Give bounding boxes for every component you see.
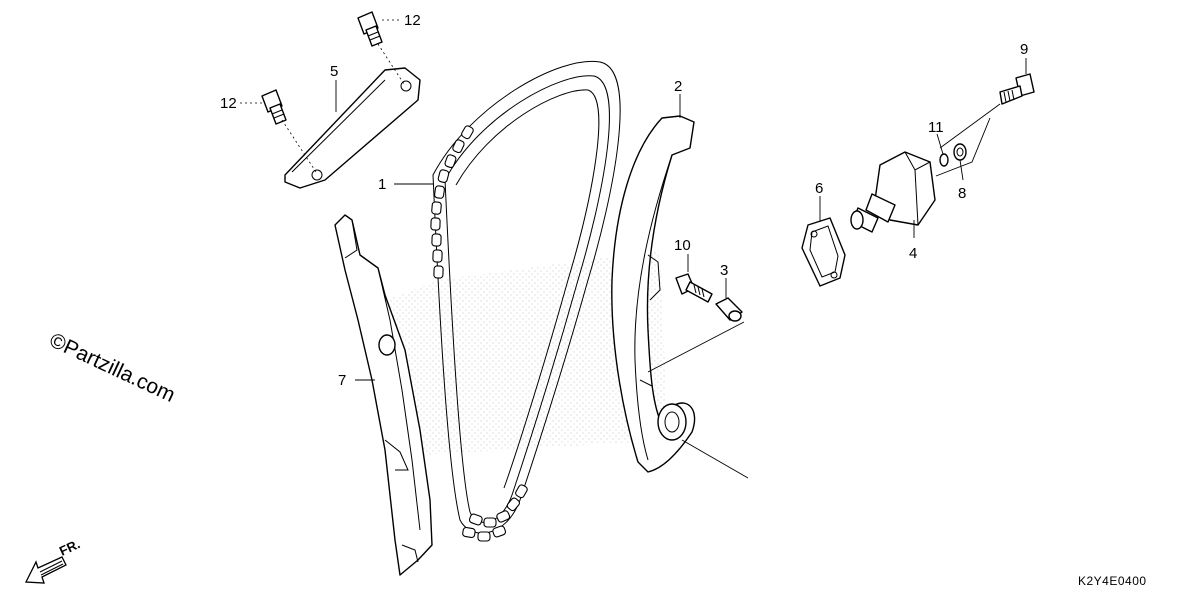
tensioner-slipper[interactable]	[611, 115, 696, 473]
callout-labels: 1 2 3 4 5 6 7 8 9 10 11 12 12	[220, 12, 1028, 389]
callout-11: 11	[928, 119, 944, 136]
chain-guide[interactable]	[334, 214, 433, 576]
chain-guide-plate[interactable]	[284, 67, 421, 189]
bolt-upper[interactable]	[357, 11, 383, 47]
watermark-text: ©Partzilla.com	[46, 329, 179, 407]
cam-chain[interactable]	[430, 60, 621, 542]
chain-links-left	[430, 125, 474, 279]
background-shading	[380, 250, 668, 455]
tensioner-lifter[interactable]	[850, 151, 936, 233]
callout-8: 8	[958, 185, 966, 202]
callout-4: 4	[909, 245, 917, 262]
front-direction-label: FR.	[57, 536, 82, 558]
callout-9: 9	[1020, 41, 1028, 58]
gasket[interactable]	[801, 217, 846, 287]
leader-lines	[240, 19, 1027, 479]
collar[interactable]	[715, 297, 743, 322]
callout-10: 10	[674, 237, 691, 254]
callout-2: 2	[674, 78, 682, 95]
diagram-code: K2Y4E0400	[1078, 574, 1147, 588]
bolt-left[interactable]	[261, 89, 287, 125]
callout-5: 5	[330, 63, 338, 80]
chain-links-bottom	[462, 484, 528, 542]
callout-7: 7	[338, 372, 346, 389]
callout-1: 1	[378, 176, 386, 193]
callout-3: 3	[720, 262, 728, 279]
pivot-bolt[interactable]	[675, 273, 713, 303]
callout-6: 6	[815, 180, 823, 197]
callout-12-upper: 12	[404, 12, 421, 29]
callout-12-left: 12	[220, 95, 237, 112]
sealing-bolt[interactable]	[953, 143, 967, 161]
washer[interactable]	[939, 153, 949, 167]
flange-bolt-lifter[interactable]	[999, 73, 1035, 105]
front-direction-arrow-icon: FR.	[24, 536, 82, 584]
